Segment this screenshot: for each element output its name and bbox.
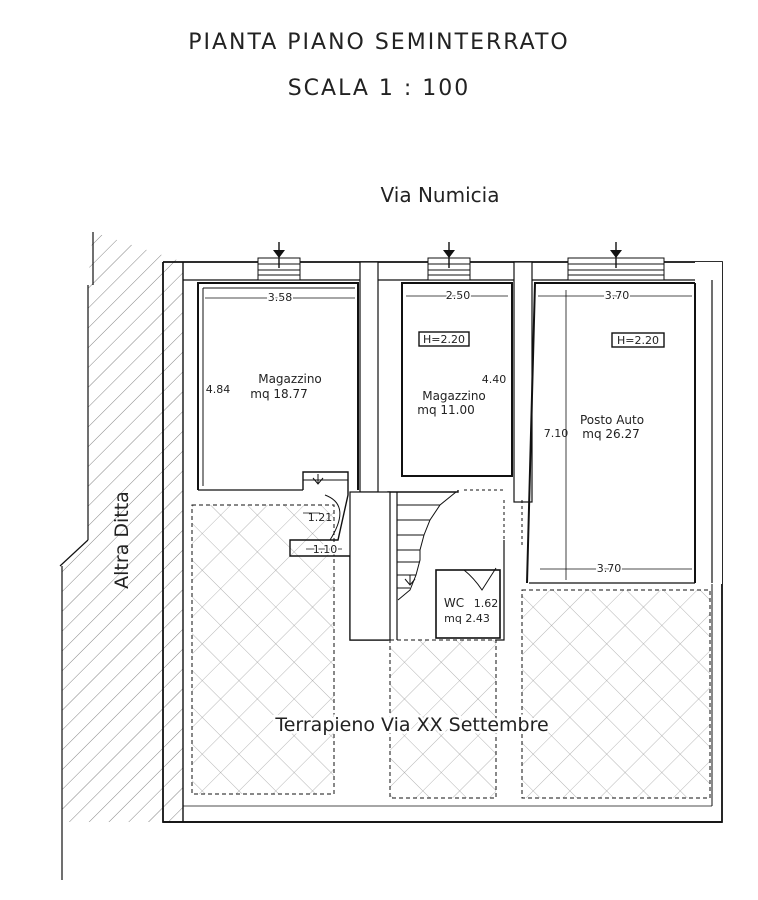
room-magazzino-2: 2.50 H=2.20 4.40 Magazzino mq 11.00	[401, 282, 513, 477]
dim-stair-a: 1.21	[308, 511, 333, 524]
wc-name: WC	[444, 596, 464, 610]
stair-core: 1.21 1.10	[289, 471, 523, 641]
entry-grate-3	[567, 242, 665, 281]
wc-area: mq 2.43	[444, 612, 490, 625]
neighbor-label: Altra Ditta	[111, 491, 133, 589]
entry-grate-2	[427, 242, 471, 281]
room-magazzino-1: 3.58 4.84 Magazzino mq 18.77	[197, 282, 359, 491]
room-area-3: mq 26.27	[582, 427, 639, 441]
neighbor-hatch	[62, 232, 183, 822]
drawing-title: PIANTA PIANO SEMINTERRATO	[188, 30, 570, 55]
dim-depth-1: 4.84	[206, 383, 231, 396]
room-name-2: Magazzino	[422, 389, 486, 403]
dim-depth-3: 7.10	[544, 427, 569, 440]
dim-width-2: 2.50	[446, 289, 471, 302]
street-label: Via Numicia	[381, 183, 500, 207]
room-area-1: mq 18.77	[250, 387, 307, 401]
room-area-2: mq 11.00	[417, 403, 474, 417]
terrapieno-label: Terrapieno Via XX Settembre	[274, 714, 548, 736]
dim-depth-2: 4.40	[482, 373, 507, 386]
dim-width-1: 3.58	[268, 291, 293, 304]
terrapieno-areas	[191, 504, 711, 799]
room-height-3: H=2.20	[617, 334, 659, 347]
dim-width-3b: 3.70	[597, 562, 622, 575]
entry-grate-1	[257, 242, 301, 281]
dim-stair-b: 1.10	[313, 543, 338, 556]
room-wc: WC 1.62 mq 2.43	[435, 567, 501, 639]
drawing-scale: SCALA 1 : 100	[287, 76, 471, 101]
room-height-2: H=2.20	[423, 333, 465, 346]
wc-dim: 1.62	[474, 597, 499, 610]
room-name-1: Magazzino	[258, 372, 322, 386]
room-posto-auto: 3.70 H=2.20 7.10 Posto Auto mq 26.27 3.7…	[526, 282, 722, 584]
dim-width-3: 3.70	[605, 289, 630, 302]
room-name-3: Posto Auto	[580, 413, 644, 427]
